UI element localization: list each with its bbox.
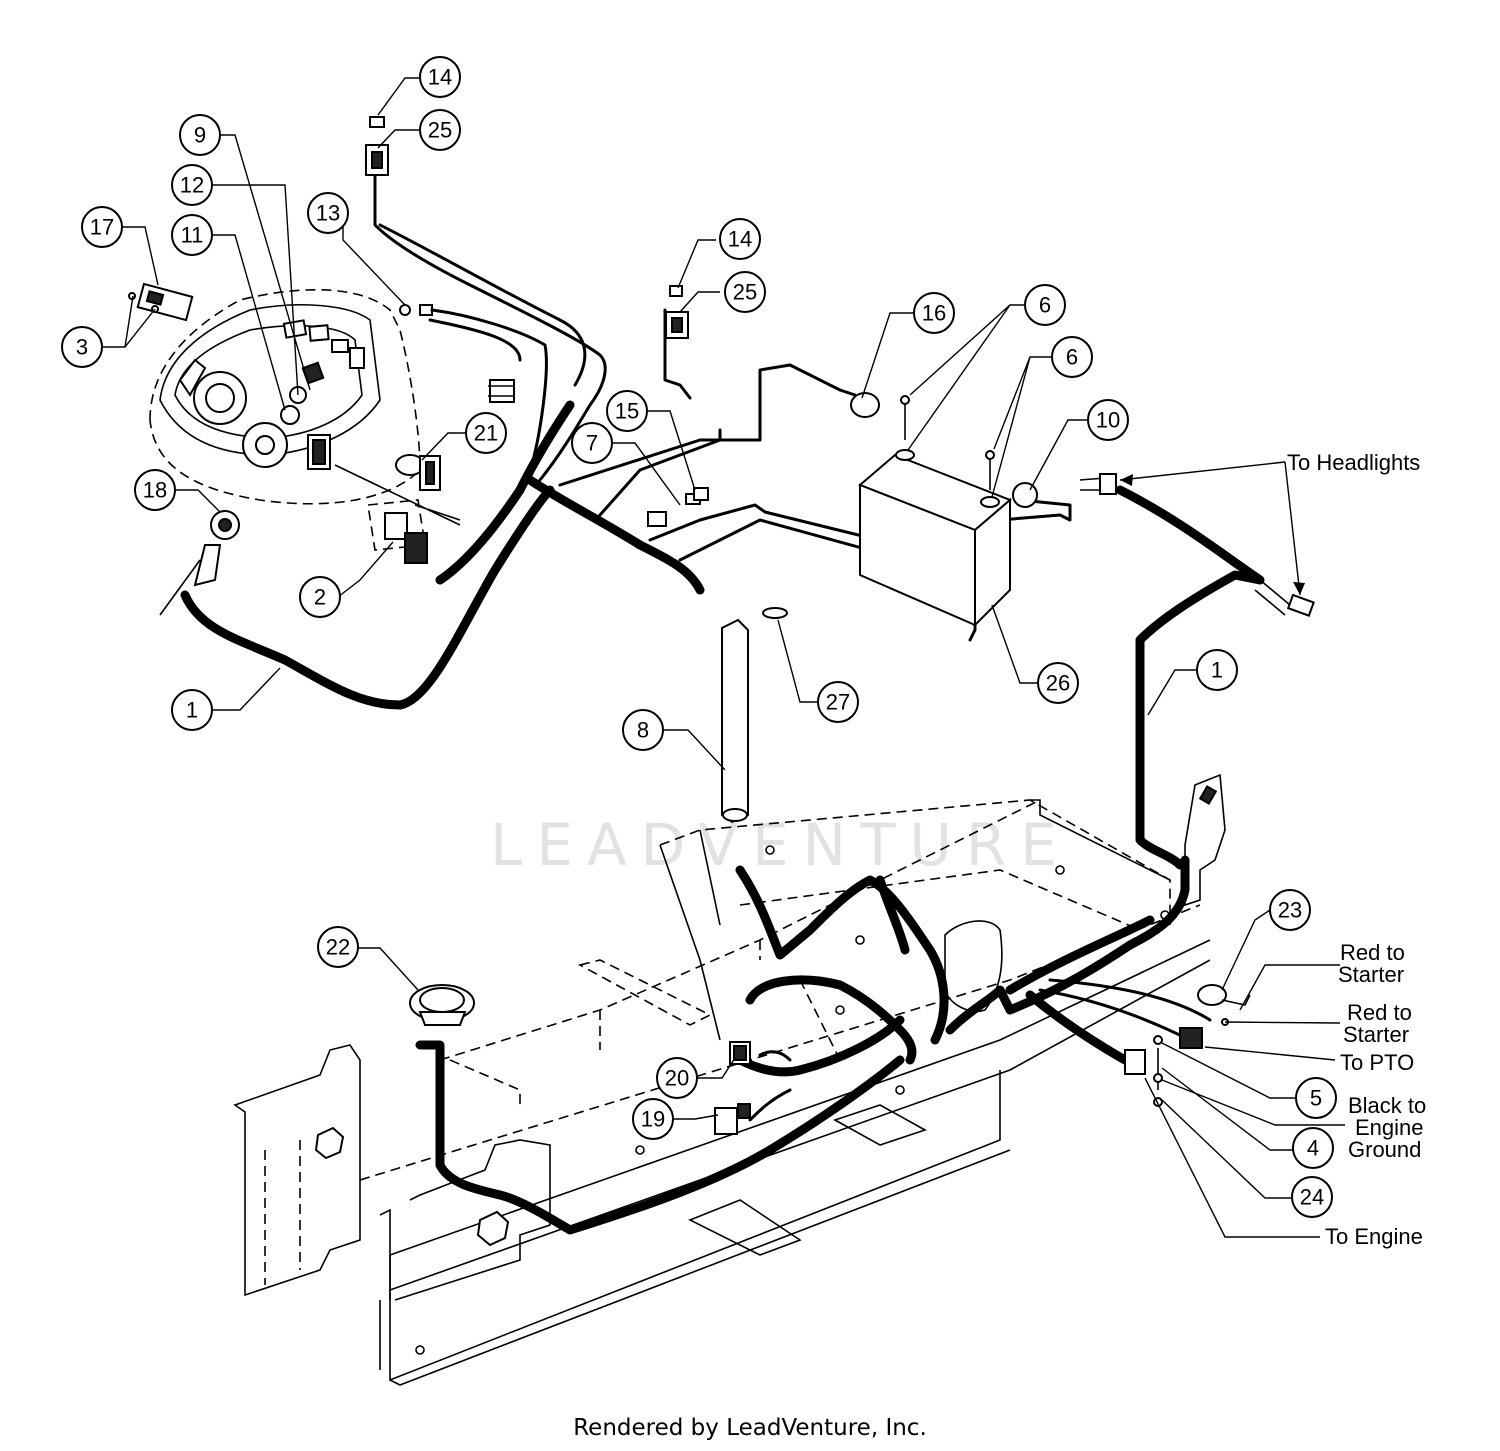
callout-10: 10: [1087, 399, 1129, 441]
callout-11: 11: [171, 214, 213, 256]
svg-text:27: 27: [826, 690, 850, 715]
callout-6a: 6: [1024, 284, 1066, 326]
svg-text:3: 3: [76, 335, 88, 360]
svg-text:22: 22: [326, 935, 350, 960]
callout-9: 9: [179, 114, 221, 156]
callout-21: 21: [465, 412, 507, 454]
svg-text:26: 26: [1046, 671, 1070, 696]
svg-text:18: 18: [143, 478, 167, 503]
svg-text:24: 24: [1300, 1185, 1324, 1210]
callout-14b: 14: [719, 218, 761, 260]
annotation-black-ground-line2: Engine: [1355, 1115, 1424, 1140]
callout-7: 7: [571, 422, 613, 464]
svg-text:14: 14: [728, 227, 752, 252]
svg-text:4: 4: [1307, 1136, 1319, 1161]
svg-text:6: 6: [1066, 345, 1078, 370]
battery-strap: [721, 607, 788, 824]
svg-text:5: 5: [1310, 1086, 1322, 1111]
top-connectors: [365, 116, 689, 339]
svg-text:25: 25: [733, 280, 757, 305]
key-switch-part: [159, 510, 240, 616]
callout-25a: 25: [419, 109, 461, 151]
wiring-harness: [180, 168, 1072, 710]
annotation-red-to-starter-1-line2: Starter: [1338, 962, 1404, 987]
headlight-harness: [1079, 473, 1315, 870]
svg-text:21: 21: [474, 421, 498, 446]
annotation-red-to-starter-2-line2: Starter: [1343, 1022, 1409, 1047]
callout-16: 16: [913, 292, 955, 334]
callout-1a: 1: [171, 689, 213, 731]
callout-18: 18: [134, 469, 176, 511]
svg-text:1: 1: [1211, 658, 1223, 683]
callout-24: 24: [1291, 1176, 1333, 1218]
callout-17: 17: [81, 206, 123, 248]
svg-text:16: 16: [922, 301, 946, 326]
callout-23: 23: [1269, 889, 1311, 931]
svg-text:6: 6: [1039, 293, 1051, 318]
svg-text:10: 10: [1096, 408, 1120, 433]
seat-switch-part: [128, 282, 194, 322]
annotation-to-headlights: To Headlights: [1287, 450, 1420, 475]
svg-text:1: 1: [186, 698, 198, 723]
annotation-to-engine: To Engine: [1325, 1224, 1423, 1249]
annotation-black-ground-line1: Black to: [1348, 1093, 1426, 1118]
svg-text:17: 17: [90, 215, 114, 240]
frame-harness: [415, 855, 1251, 1235]
svg-text:11: 11: [181, 223, 204, 248]
svg-text:19: 19: [641, 1107, 665, 1132]
svg-text:2: 2: [314, 585, 326, 610]
callout-20: 20: [656, 1057, 698, 1099]
battery: [850, 392, 1038, 628]
svg-text:20: 20: [665, 1066, 689, 1091]
callout-13: 13: [307, 192, 349, 234]
callout-8: 8: [622, 709, 664, 751]
svg-text:7: 7: [586, 431, 598, 456]
annotation-black-ground-line3: Ground: [1348, 1137, 1421, 1162]
callout-6b: 6: [1051, 336, 1093, 378]
callout-22: 22: [317, 926, 359, 968]
dash-panel: [149, 288, 421, 505]
watermark: LEADVENTURE: [490, 811, 1071, 879]
svg-text:23: 23: [1278, 898, 1302, 923]
callout-14a: 14: [419, 56, 461, 98]
svg-text:13: 13: [316, 201, 340, 226]
annotation-red-to-starter-2-line1: Red to: [1347, 1000, 1412, 1025]
relay-parts: [334, 454, 461, 564]
callout-3: 3: [61, 326, 103, 368]
callout-19: 19: [632, 1098, 674, 1140]
svg-text:12: 12: [180, 173, 204, 198]
annotation-to-pto: To PTO: [1340, 1050, 1414, 1075]
svg-text:9: 9: [194, 123, 206, 148]
svg-text:25: 25: [428, 118, 452, 143]
item-13-connector: [399, 304, 548, 472]
footer-credit: Rendered by LeadVenture, Inc.: [573, 1415, 927, 1441]
svg-text:15: 15: [615, 399, 639, 424]
item-22-part: [409, 984, 475, 1026]
callout-15: 15: [606, 390, 648, 432]
callout-27: 27: [817, 681, 859, 723]
callout-1b: 1: [1196, 649, 1238, 691]
callout-4: 4: [1292, 1127, 1334, 1169]
callout-12: 12: [171, 164, 213, 206]
callout-5: 5: [1295, 1077, 1337, 1119]
svg-text:14: 14: [428, 65, 452, 90]
callout-26: 26: [1037, 662, 1079, 704]
callout-2: 2: [299, 576, 341, 618]
svg-text:8: 8: [637, 718, 649, 743]
callout-25b: 25: [724, 271, 766, 313]
annotation-red-to-starter-1-line1: Red to: [1340, 940, 1405, 965]
